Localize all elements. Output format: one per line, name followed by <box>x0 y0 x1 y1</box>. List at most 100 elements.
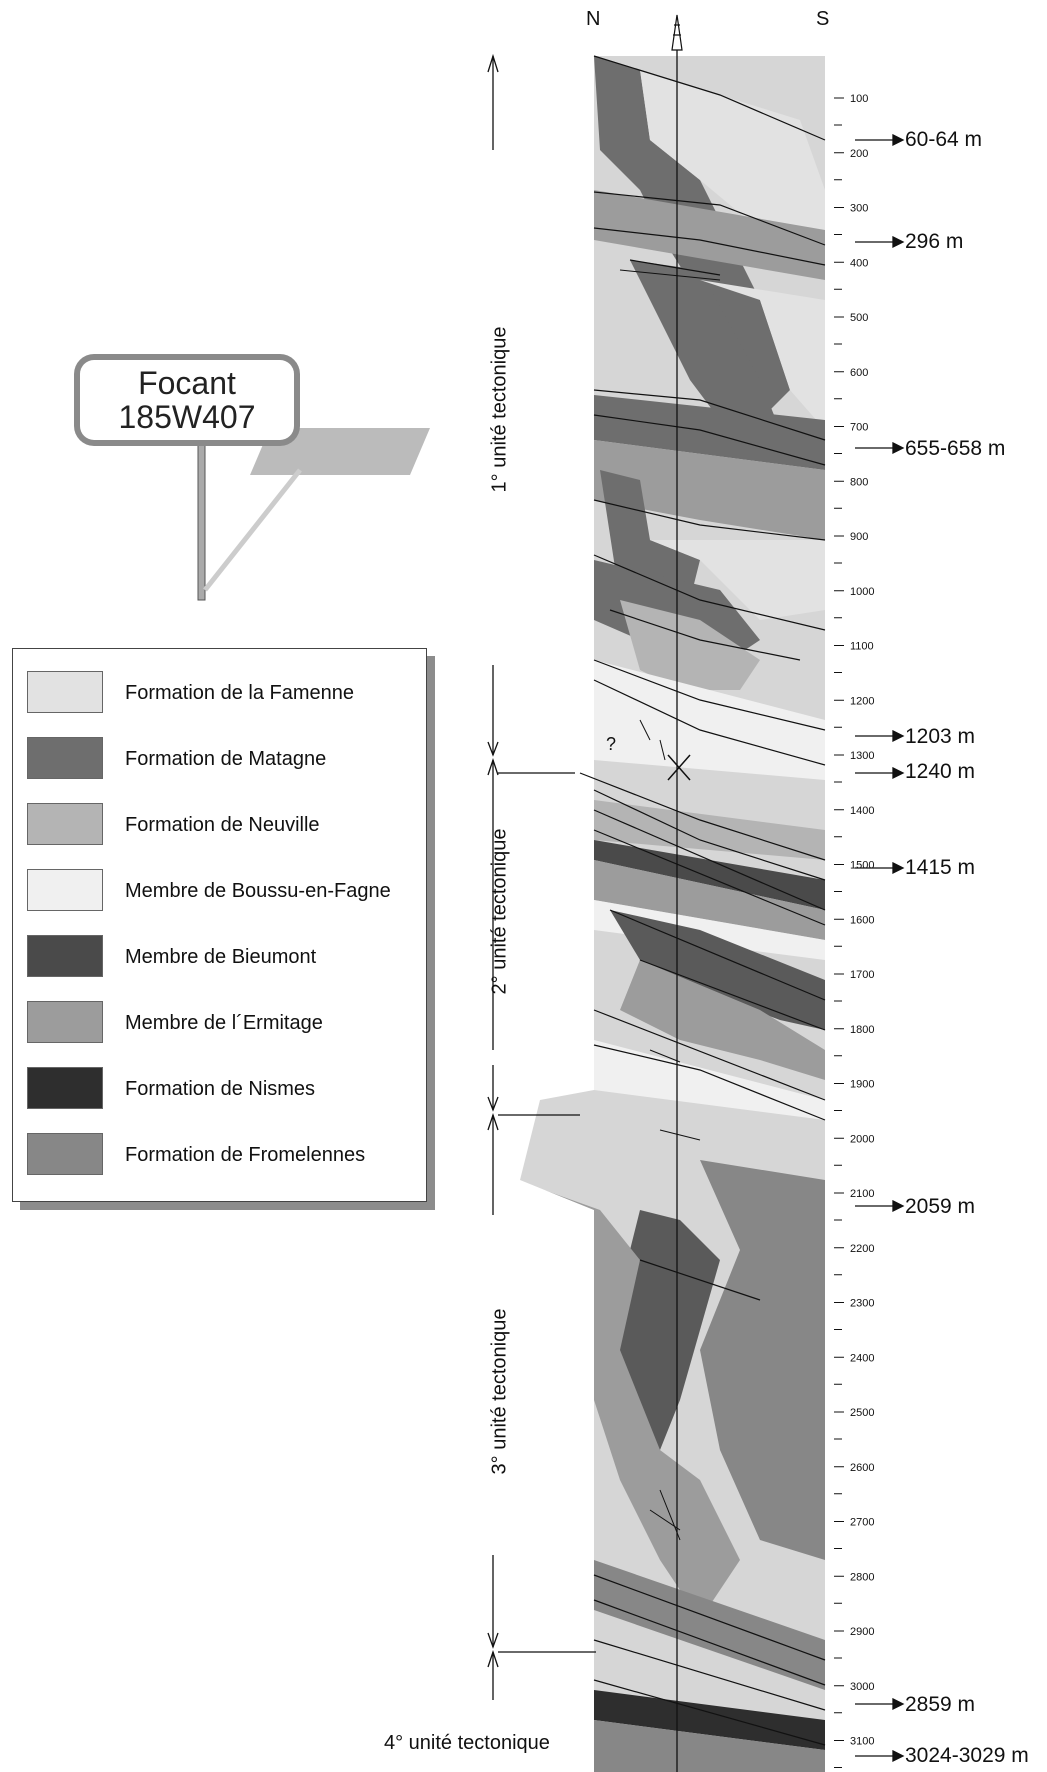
formation-neuville-band <box>594 190 825 280</box>
legend-label: Membre de Bieumont <box>125 946 317 968</box>
formation-neuville-band-2 <box>594 440 825 540</box>
legend-label: Formation de Nismes <box>125 1078 316 1100</box>
depth-tick-label: 900 <box>850 531 868 543</box>
boundary-lines <box>579 55 826 1746</box>
formation-fromelennes-band-3 <box>594 1720 825 1772</box>
depth-tick-label: 100 <box>850 93 868 105</box>
legend-label: Membre de l´Ermitage <box>125 1012 323 1034</box>
depth-marker: 1415 m <box>905 856 976 879</box>
formation-boussu-band-2 <box>594 900 825 960</box>
legend-item: Formation de la Famenne <box>27 671 422 715</box>
legend-swatch <box>27 803 103 845</box>
depth-tick-label: 1000 <box>850 586 874 598</box>
formation-matagne-band-2 <box>630 260 780 440</box>
depth-tick-label: 2300 <box>850 1298 874 1310</box>
depth-tick-label: 500 <box>850 312 868 324</box>
legend-label: Formation de Neuville <box>125 814 320 836</box>
legend-label: Formation de la Famenne <box>125 682 355 704</box>
depth-marker: 655-658 m <box>905 437 1006 460</box>
depth-arrow-head <box>892 1749 905 1763</box>
depth-tick-label: 2800 <box>850 1571 874 1583</box>
depth-arrow-head <box>892 1697 905 1711</box>
depth-tick-label: 1500 <box>850 860 874 872</box>
depth-tick-label: 700 <box>850 422 868 434</box>
depth-arrows <box>855 133 905 1763</box>
depth-tick-label: 1400 <box>850 805 874 817</box>
depth-tick-label: 200 <box>850 148 868 160</box>
depth-tick-label: 600 <box>850 367 868 379</box>
formation-nismes-band <box>594 1690 825 1750</box>
depth-arrow-head <box>892 861 905 875</box>
depth-tick-label: 2000 <box>850 1133 874 1145</box>
sign-locality: Focant <box>138 365 236 401</box>
legend-swatch <box>27 1001 103 1043</box>
legend-item: Formation de Nismes <box>27 1067 422 1111</box>
depth-marker: 296 m <box>905 230 964 253</box>
formation-famenne-band <box>640 70 825 250</box>
depth-tick-label: 1300 <box>850 750 874 762</box>
depth-tick-label: 2900 <box>850 1626 874 1638</box>
depth-tick-label: 300 <box>850 203 868 215</box>
formation-ermitage-band-2 <box>620 960 825 1080</box>
depth-tick-label: 2500 <box>850 1407 874 1419</box>
formation-fromelennes-band <box>700 1160 825 1560</box>
formation-boussu-band <box>594 660 825 780</box>
depth-tick-label: 1800 <box>850 1024 874 1036</box>
depth-marker: 3024-3029 m <box>905 1744 1029 1767</box>
depth-tick-label: 2700 <box>850 1517 874 1529</box>
signpost <box>197 428 430 601</box>
legend-swatch <box>27 869 103 911</box>
sign-well-id: 185W407 <box>118 399 256 435</box>
legend-item: Formation de Fromelennes <box>27 1133 422 1177</box>
legend-item: Membre de Boussu-en-Fagne <box>27 869 422 913</box>
unit-label-4: 4° unité tectonique <box>384 1732 550 1754</box>
depth-axis: 1002003004005006007008009001000110012001… <box>834 93 874 1768</box>
depth-marker: 1240 m <box>905 760 976 783</box>
well-sign: Focant 185W407 <box>74 354 300 446</box>
depth-arrow-head <box>892 235 905 249</box>
depth-arrow-head <box>892 729 905 743</box>
depth-tick-label: 2100 <box>850 1188 874 1200</box>
depth-tick-label: 800 <box>850 476 868 488</box>
depth-marker: 2859 m <box>905 1693 976 1716</box>
legend-swatch <box>27 1067 103 1109</box>
depth-tick-label: 3100 <box>850 1736 874 1748</box>
legend-label: Formation de Matagne <box>125 748 327 770</box>
formation-boussu-band-3 <box>594 1040 825 1120</box>
depth-tick-label: 1900 <box>850 1079 874 1091</box>
unit-label-2: 2° unité tectonique <box>488 828 511 995</box>
legend-swatch <box>27 935 103 977</box>
derrick-icon <box>671 14 683 51</box>
formation-ermitage-band <box>594 860 825 940</box>
south-label: S <box>816 8 830 30</box>
depth-arrow-head <box>892 766 905 780</box>
depth-arrow-head <box>892 133 905 147</box>
depth-tick-label: 2200 <box>850 1243 874 1255</box>
question-mark: ? <box>606 734 617 754</box>
depth-tick-label: 1200 <box>850 695 874 707</box>
formation-neuville-band-3 <box>620 600 760 690</box>
unit-label-3: 3° unité tectonique <box>488 1308 511 1475</box>
depth-arrow-head <box>892 1199 905 1213</box>
depth-tick-label: 3000 <box>850 1681 874 1693</box>
formation-famenne-band-3 <box>650 540 825 620</box>
legend-item: Formation de Neuville <box>27 803 422 847</box>
legend-label: Formation de Fromelennes <box>125 1144 366 1166</box>
legend-swatch <box>27 1133 103 1175</box>
legend-item: Membre de l´Ermitage <box>27 1001 422 1045</box>
legend-item: Formation de Matagne <box>27 737 422 781</box>
section-column: 1002003004005006007008009001000110012001… <box>520 14 874 1772</box>
fault-cross-icon <box>667 754 691 781</box>
formation-famenne-band-2 <box>700 280 825 430</box>
depth-arrow-head <box>892 441 905 455</box>
legend-label: Membre de Boussu-en-Fagne <box>125 880 391 902</box>
depth-tick-label: 2400 <box>850 1352 874 1364</box>
legend-swatch <box>27 737 103 779</box>
legend-item: Membre de Bieumont <box>27 935 422 979</box>
depth-tick-label: 1600 <box>850 914 874 926</box>
depth-marker: 60-64 m <box>905 128 983 151</box>
depth-tick-label: 1700 <box>850 969 874 981</box>
depth-marker: 2059 m <box>905 1195 976 1218</box>
legend-swatch <box>27 671 103 713</box>
depth-marker: 1203 m <box>905 725 976 748</box>
